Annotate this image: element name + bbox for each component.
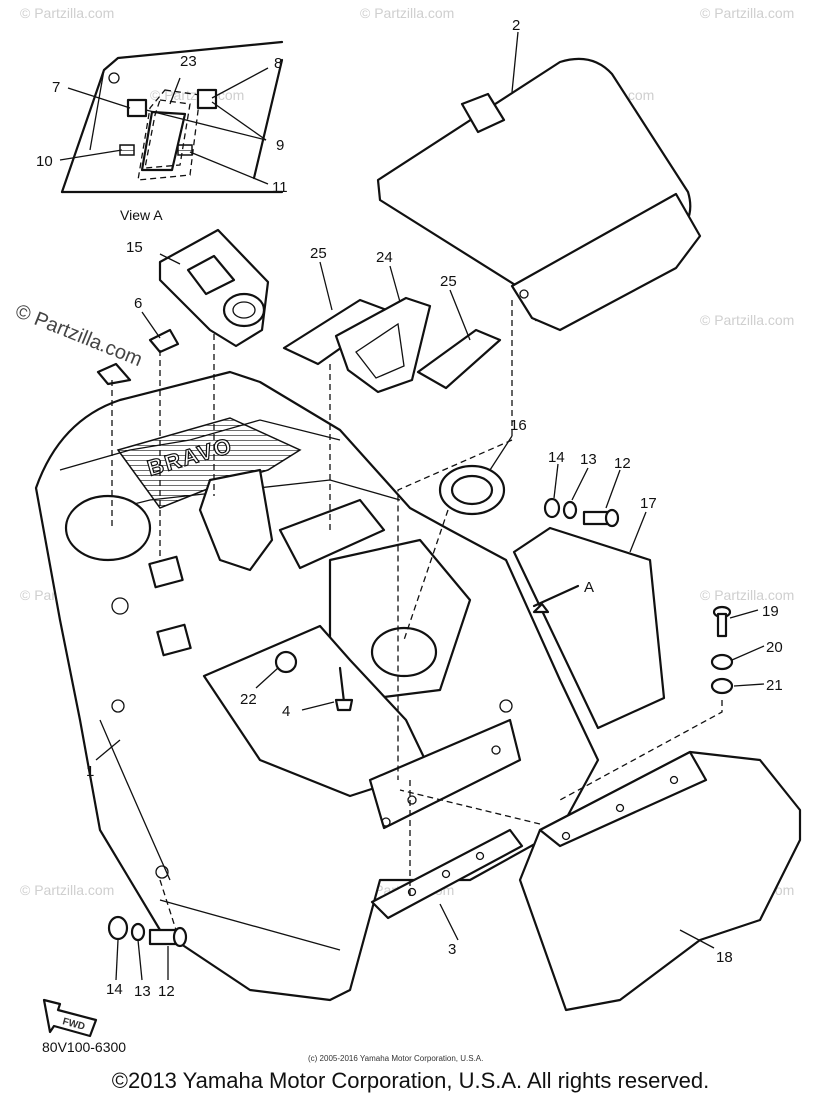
part-6-clips <box>96 328 180 386</box>
svg-text:© Partzilla.com: © Partzilla.com <box>20 5 114 21</box>
callout-16: 16 <box>510 417 527 434</box>
part-number: 80V100-6300 <box>42 1039 126 1055</box>
part-16-grommet <box>438 464 506 516</box>
callout-13-right: 13 <box>580 451 597 468</box>
callout-8: 8 <box>274 55 282 72</box>
callout-20: 20 <box>766 639 783 656</box>
callout-leaders <box>95 31 765 981</box>
callout-18: 18 <box>716 949 733 966</box>
svg-text:© Partzilla.com: © Partzilla.com <box>700 5 794 21</box>
part-17-side-panel <box>512 526 666 730</box>
callout-14-right: 14 <box>548 449 565 466</box>
part-22-4 <box>274 650 354 712</box>
svg-text:© Partzilla.com: © Partzilla.com <box>20 882 114 898</box>
view-a-inset: View A <box>59 40 284 223</box>
callout-24: 24 <box>376 249 393 266</box>
view-a-label: View A <box>120 207 163 223</box>
hardware-right-set <box>543 497 620 528</box>
part-15-cupholder <box>158 228 270 348</box>
callout-12-left: 12 <box>158 983 175 1000</box>
callout-numbers: 2 8 23 7 9 10 11 15 6 25 24 25 16 14 13 … <box>36 17 783 1000</box>
fwd-arrow-icon: FWD <box>42 998 98 1038</box>
svg-text:© Partzilla.com: © Partzilla.com <box>700 587 794 603</box>
callout-12-right: 12 <box>614 455 631 472</box>
callout-3: 3 <box>448 941 456 958</box>
callout-1: 1 <box>86 763 94 780</box>
callout-15: 15 <box>126 239 143 256</box>
hardware-19-20-21 <box>710 605 734 695</box>
callout-19: 19 <box>762 603 779 620</box>
callout-A: A <box>584 579 594 596</box>
callout-22: 22 <box>240 691 257 708</box>
footer-copyright: ©2013 Yamaha Motor Corporation, U.S.A. A… <box>111 1068 710 1093</box>
callout-13-left: 13 <box>134 983 151 1000</box>
callout-7: 7 <box>52 79 60 96</box>
svg-text:© Partzilla.com: © Partzilla.com <box>360 5 454 21</box>
callout-14-left: 14 <box>106 981 123 998</box>
callout-2: 2 <box>512 17 520 34</box>
callout-25-right: 25 <box>440 273 457 290</box>
callout-17: 17 <box>640 495 657 512</box>
watermark-prominent: © Partzilla.com <box>12 300 145 371</box>
callout-21: 21 <box>766 677 783 694</box>
part-2-lid <box>376 57 702 332</box>
dashed-guides <box>111 300 723 931</box>
callout-4: 4 <box>282 703 290 720</box>
part-18-rear-panel <box>518 750 802 1012</box>
callout-11: 11 <box>272 179 288 196</box>
callout-25-left: 25 <box>310 245 327 262</box>
part-1-console-body: BRAVO <box>34 370 600 1002</box>
callout-23: 23 <box>180 53 197 70</box>
callout-9: 9 <box>276 137 284 154</box>
part-24-25-brackets <box>282 296 502 394</box>
hardware-left-set <box>107 915 188 948</box>
callout-10: 10 <box>36 153 53 170</box>
callout-6: 6 <box>134 295 142 312</box>
svg-text:© Partzilla.com: © Partzilla.com <box>700 312 794 328</box>
small-copyright: (c) 2005-2016 Yamaha Motor Corporation, … <box>308 1054 483 1063</box>
